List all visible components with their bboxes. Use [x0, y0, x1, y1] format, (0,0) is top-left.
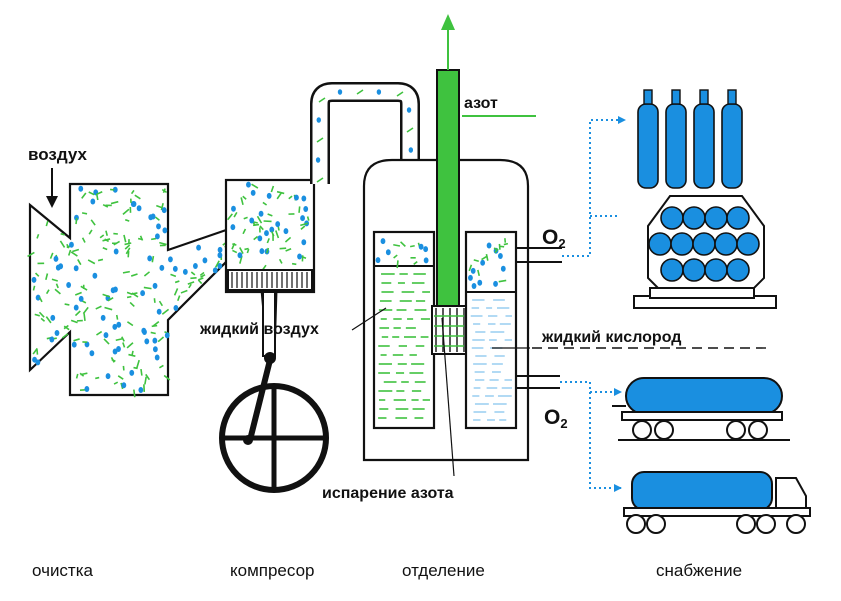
tank-truck-icon	[623, 471, 811, 534]
liquid-oxygen-label: жидкий кислород	[541, 329, 681, 346]
air-label: воздух	[28, 145, 87, 164]
gas-cylinder-group	[637, 89, 743, 189]
flywheel-icon	[219, 359, 329, 493]
oxygen-top-label: O2	[542, 226, 566, 251]
oxygen-outlet-top	[516, 247, 562, 263]
purification-chamber	[27, 182, 234, 398]
arrow-down-icon	[46, 168, 58, 208]
stage-label-separation: отделение	[402, 561, 485, 580]
liquid-air-label: жидкий воздух	[199, 321, 319, 338]
cylinder-bundle-icon	[633, 195, 777, 309]
oxygen-outlet-bottom	[516, 375, 560, 389]
stage-label-supply: снабжение	[656, 561, 742, 580]
nitrogen-outlet-tube	[436, 14, 536, 307]
arrow-up-icon	[441, 14, 455, 30]
compressor-piston	[227, 269, 313, 291]
stage-label-compressor: компресор	[230, 561, 315, 580]
oxygen-supply-routes	[560, 119, 622, 489]
compressed-air-particles	[227, 181, 310, 272]
oxygen-bottom-label: O2	[544, 406, 568, 431]
nitrogen-label: азот	[464, 95, 498, 112]
compressor	[224, 178, 316, 364]
separation-column	[362, 158, 530, 462]
nitrogen-evaporation-label: испарение азота	[322, 485, 454, 502]
rail-tank-car-icon	[612, 377, 790, 441]
stage-label-purification: очистка	[32, 561, 94, 580]
